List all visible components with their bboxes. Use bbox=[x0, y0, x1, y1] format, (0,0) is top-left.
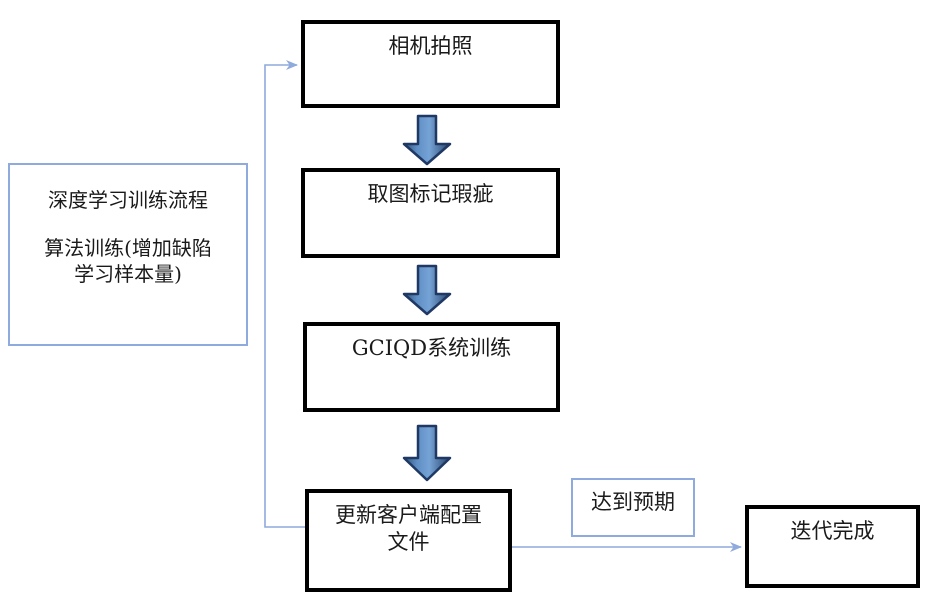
training-process-note-box: 深度学习训练流程 算法训练(增加缺陷 学习样本量) bbox=[8, 163, 248, 346]
node-mark-defects-label: 取图标记瑕疵 bbox=[367, 182, 494, 206]
node-iteration-done-label: 迭代完成 bbox=[790, 519, 875, 543]
node-camera-capture-label: 相机拍照 bbox=[388, 34, 473, 58]
node-update-client-config-label: 更新客户端配置 文件 bbox=[335, 503, 482, 554]
block-arrow-down-capture-to-mark bbox=[402, 114, 452, 166]
note-line-1: 深度学习训练流程 bbox=[48, 188, 208, 212]
block-arrow-down-mark-to-training bbox=[402, 264, 452, 316]
feedback-loop-connector bbox=[264, 60, 305, 528]
node-meets-expectation[interactable]: 达到预期 bbox=[571, 478, 695, 537]
node-update-client-config[interactable]: 更新客户端配置 文件 bbox=[305, 489, 512, 592]
node-iteration-done[interactable]: 迭代完成 bbox=[745, 505, 920, 588]
node-mark-defects[interactable]: 取图标记瑕疵 bbox=[301, 168, 560, 258]
node-camera-capture[interactable]: 相机拍照 bbox=[301, 20, 560, 108]
note-line-2: 算法训练(增加缺陷 学习样本量) bbox=[44, 236, 212, 286]
node-gciqd-training[interactable]: GCIQD系统训练 bbox=[303, 322, 560, 412]
block-arrow-down-training-to-update bbox=[402, 424, 452, 482]
node-meets-expectation-label: 达到预期 bbox=[591, 490, 675, 514]
node-gciqd-training-label: GCIQD系统训练 bbox=[351, 336, 512, 360]
